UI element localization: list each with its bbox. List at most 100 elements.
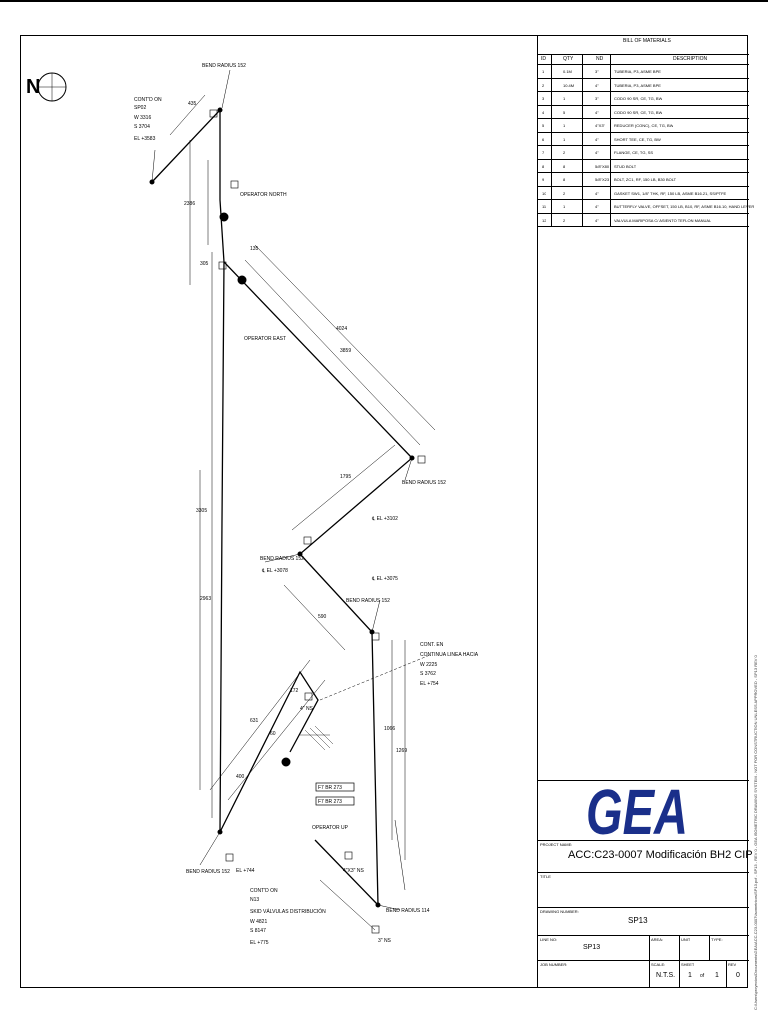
cont-n13-b: N13 [250, 897, 259, 903]
bom-cell-nd: 4" [595, 136, 599, 142]
bom-cell-nd: 5/8"X80 [595, 163, 610, 169]
cont-n13: CONT'D ON [250, 888, 278, 894]
bom-cell-id: 7 [542, 150, 545, 155]
bom-cell-qty: 1 [563, 136, 566, 142]
bom-cell-id: 3 [542, 96, 545, 101]
cont-n13-w: W 4821 [250, 919, 267, 925]
pipe-route [151, 108, 413, 906]
cont-n13-el: EL +775 [250, 940, 269, 946]
area-label: AREA: [651, 937, 664, 942]
valve-north-icon [219, 212, 229, 222]
ns4: 4" NS [300, 706, 314, 712]
cont-n13-c: SKID VÁLVULAS DISTRIBUCIÓN [250, 908, 326, 915]
cont-sp02-w: W 3316 [134, 115, 151, 121]
cont-en-el: EL +754 [420, 681, 439, 687]
bend-mid: BEND RADIUS 152 [260, 556, 304, 562]
pipe-route-lower [219, 261, 319, 833]
bom-cell-desc: TUBERIA, P3, ASME BPE [614, 82, 661, 88]
cont-sp02-s: S 3704 [134, 124, 150, 130]
bend-mid2: BEND RADIUS 152 [346, 598, 390, 604]
bom-cell-nd: 3" [595, 69, 599, 74]
sheet-total: 1 [715, 972, 719, 979]
rev-label: REV [728, 962, 737, 967]
bend-bottom-left: BEND RADIUS 152 [186, 869, 230, 875]
bom-title: BILL OF MATERIALS [623, 38, 671, 44]
bom-cell-qty: 1 [563, 123, 566, 128]
cont-en-s: S 3762 [420, 671, 436, 677]
unit-label: UNIT [681, 937, 691, 942]
dim-435: 435 [188, 101, 197, 107]
flange-tag-1-text: F7 BR 273 [318, 785, 342, 791]
project-label: PROJECT NAME: [540, 842, 573, 847]
bom-cell-qty: 2 [563, 190, 566, 196]
cont-en: CONT. EN [420, 642, 444, 648]
line-number: SP13 [583, 944, 601, 951]
bom-cell-id: 11 [542, 204, 547, 209]
drawing-label: DRAWING NUMBER: [540, 909, 579, 914]
job-label: JOB NUMBER: [540, 962, 568, 967]
bom-cell-id: 5 [542, 123, 545, 128]
lineno-label: LINE NO: [540, 937, 558, 942]
dim-60: 60 [270, 731, 276, 737]
dim-400: 400 [236, 774, 245, 780]
bom-cell-qty: 8 [563, 177, 566, 182]
bom-cell-nd: 4" [595, 217, 599, 223]
bom-cell-desc: TUBERIA, P3, ASME BPE [614, 69, 661, 74]
bend-bottom-right: BEND RADIUS 114 [386, 908, 430, 914]
title-block: BILL OF MATERIALS ID QTY ND DESCRIPTION … [537, 36, 754, 987]
bom-cell-desc: CODO 90 SR, CE, TG, BW [614, 109, 663, 115]
bom-cell-nd: 4" [595, 109, 599, 115]
dim-172: 172 [290, 688, 299, 694]
bom-cell-nd: 3" [595, 96, 599, 101]
bom-cell-desc: BUTTERFLY VALVE, OFFSET, 150 LB, B10, RF… [614, 204, 755, 209]
dim-590: 590 [318, 614, 327, 620]
dim-135: 135 [250, 246, 259, 252]
sheet-of: of [700, 973, 705, 979]
cont-sp02-el: EL +3583 [134, 136, 156, 142]
reducer-label: 4"X3" NS [343, 868, 364, 874]
project-name: ACC:C23-0007 Modificación BH2 CIP [568, 849, 753, 861]
bom-cell-desc: CODO 90 SR, CE, TG, BW [614, 96, 663, 101]
dim-2386: 2386 [184, 201, 195, 207]
bom-header-qty: QTY [563, 56, 574, 62]
flange-tag-1 [315, 782, 355, 792]
bom-cell-qty: 0.1M [563, 69, 572, 74]
side-note: C:\Users\proyectos\Documents\GEA\ACC-C23… [753, 655, 758, 1010]
bom-header-id: ID [541, 56, 546, 62]
gea-logo: GEA [586, 784, 688, 840]
operator-up: OPERATOR UP [312, 825, 349, 831]
cont-sp02: CONT'D ON [134, 97, 162, 103]
bend-top: BEND RADIUS 152 [202, 63, 246, 69]
dim-2963: 2963 [200, 596, 211, 602]
bom-cell-id: 8 [542, 163, 545, 169]
bom-cell-desc: REDUCER (CONC), CE, TG, BW [614, 123, 674, 128]
valve-east-icon [237, 275, 247, 285]
cont-n13-s: S 8147 [250, 928, 266, 934]
bom-cell-qty: 5 [563, 109, 566, 115]
el-3078: ℄ EL +3078 [261, 568, 288, 574]
bom-cell-qty: 1 [563, 96, 566, 101]
drawing-number: SP13 [628, 916, 648, 925]
bom-row: 3 1 3" CODO 90 SR, CE, TG, BW [538, 92, 749, 106]
bom-cell-id: 9 [542, 177, 545, 182]
cont-en-w: W 2225 [420, 662, 437, 668]
cont-sp02-b: SP02 [134, 105, 146, 111]
dim-3305: 3305 [196, 508, 207, 514]
bom-cell-nd: 4" [595, 82, 599, 88]
flange-tag-2-text: F7 BR 273 [318, 799, 342, 805]
dim-631: 631 [250, 718, 259, 724]
bom-cell-desc: STUD BOLT [614, 163, 637, 169]
dim-305: 305 [200, 261, 209, 267]
bom-cell-nd: 4" [595, 204, 599, 209]
bom-cell-qty: 2 [563, 217, 566, 223]
ns3: 3" NS [378, 938, 392, 944]
title-label: TITLE [540, 874, 551, 879]
flange-tag-2 [315, 796, 355, 806]
